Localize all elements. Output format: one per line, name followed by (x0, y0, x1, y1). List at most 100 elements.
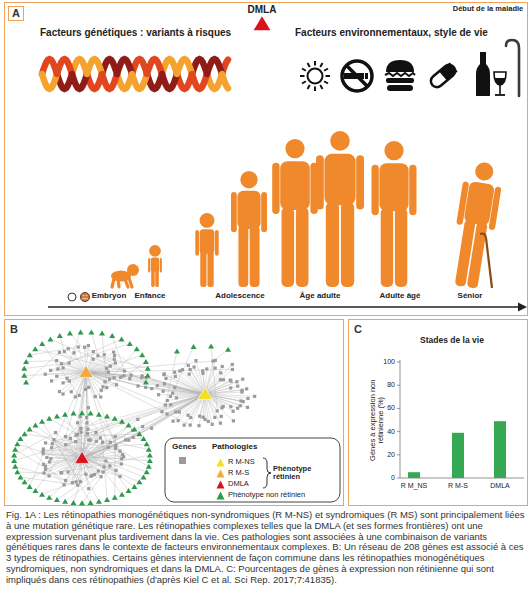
gene-square (207, 420, 210, 423)
phenotype-triangle (96, 412, 102, 417)
stage-label: Âge adulte (300, 292, 341, 301)
phenotype-triangle (27, 484, 33, 489)
category-label: R M_NS (401, 482, 427, 490)
gene-square (79, 427, 82, 430)
figure-limb (118, 279, 119, 287)
swatch-triangle (217, 459, 225, 467)
older-adult-figure (372, 141, 417, 287)
burger-bun (386, 60, 414, 72)
figure-leg (282, 207, 295, 287)
phenotype-triangle (54, 413, 60, 418)
gene-square (92, 358, 95, 361)
phenotype-triangle (131, 484, 137, 489)
gene-square (64, 435, 67, 438)
phenotype-triangle (54, 497, 60, 502)
figure-head (240, 171, 257, 188)
figure-head (200, 213, 215, 228)
gene-square (219, 378, 222, 381)
y-axis (400, 360, 401, 478)
gene-square (54, 431, 57, 434)
network-link (20, 477, 77, 485)
figure-leg (381, 208, 393, 287)
gene-square (232, 419, 235, 422)
bracket-label: Phénotype rétinien (273, 465, 325, 482)
phenotype-triangle (145, 366, 151, 371)
gene-square (164, 403, 167, 406)
phenotype-triangle (99, 331, 105, 336)
network-link (24, 363, 69, 368)
category-label: DMLA (490, 482, 509, 490)
network-link (205, 392, 242, 394)
network-link (81, 394, 205, 428)
figure-leg (200, 251, 206, 287)
gene-square (67, 361, 70, 364)
sun-ray (308, 63, 310, 67)
gene-square (114, 444, 117, 447)
phenotype-triangle (126, 422, 132, 427)
child-figure (195, 213, 218, 287)
network-link (77, 394, 205, 434)
senior-cane-handle (480, 234, 486, 239)
swatch-square (179, 457, 186, 464)
gene-square (55, 359, 58, 362)
gene-square (189, 416, 192, 419)
gene-square (174, 410, 177, 413)
network-link (57, 416, 122, 459)
network-link (152, 394, 205, 428)
gene-square (175, 396, 178, 399)
gene-square (101, 471, 104, 474)
gene-square (173, 371, 176, 374)
figure-torso (324, 154, 355, 205)
network-link (86, 372, 142, 376)
network-link (162, 394, 205, 412)
gene-square (122, 374, 125, 377)
gene-square (100, 389, 103, 392)
network-link (87, 434, 128, 491)
gene-square (241, 378, 244, 381)
phenotype-triangle (225, 347, 231, 352)
network-link (65, 457, 124, 502)
phenotype-triangle (144, 469, 150, 474)
gene-square (201, 369, 204, 372)
network-link (86, 372, 152, 389)
network-link (91, 332, 98, 356)
figure-leg (395, 208, 407, 287)
network-link (43, 444, 147, 451)
phenotype-triangle (27, 352, 33, 357)
gene-square (60, 362, 63, 365)
gene-square (84, 473, 87, 476)
network-link (98, 356, 148, 369)
sun-ray (320, 85, 322, 89)
phenotype-triangle (14, 441, 20, 446)
bottle-body (476, 64, 490, 96)
gene-square (87, 344, 90, 347)
sun-ray (300, 75, 305, 77)
phenotype-triangle (70, 411, 76, 416)
network-link (131, 375, 205, 394)
phenotype-triangle (119, 419, 125, 424)
gene-square (129, 374, 132, 377)
disease-hub (198, 387, 212, 399)
gene-square (177, 419, 180, 422)
network-link (85, 347, 146, 382)
phenotype-triangle (88, 411, 94, 416)
network-link (86, 372, 243, 402)
gene-square (156, 384, 159, 387)
gene-square (52, 438, 55, 441)
gene-square (65, 377, 68, 380)
gene-square (114, 435, 117, 438)
gene-square (79, 415, 82, 418)
gene-square (161, 390, 164, 393)
gene-square (62, 483, 65, 486)
gene-square (189, 368, 192, 371)
figure-torso (200, 229, 215, 253)
legend-label: R M-NS (228, 458, 255, 466)
gene-square (48, 460, 51, 463)
burger-lettuce (385, 73, 415, 76)
figure-head (330, 131, 350, 151)
cane-icon (506, 40, 519, 96)
gene-square (202, 416, 205, 419)
gene-square (72, 351, 75, 354)
phenotype-triangle (104, 413, 110, 418)
gene-square (198, 415, 201, 418)
